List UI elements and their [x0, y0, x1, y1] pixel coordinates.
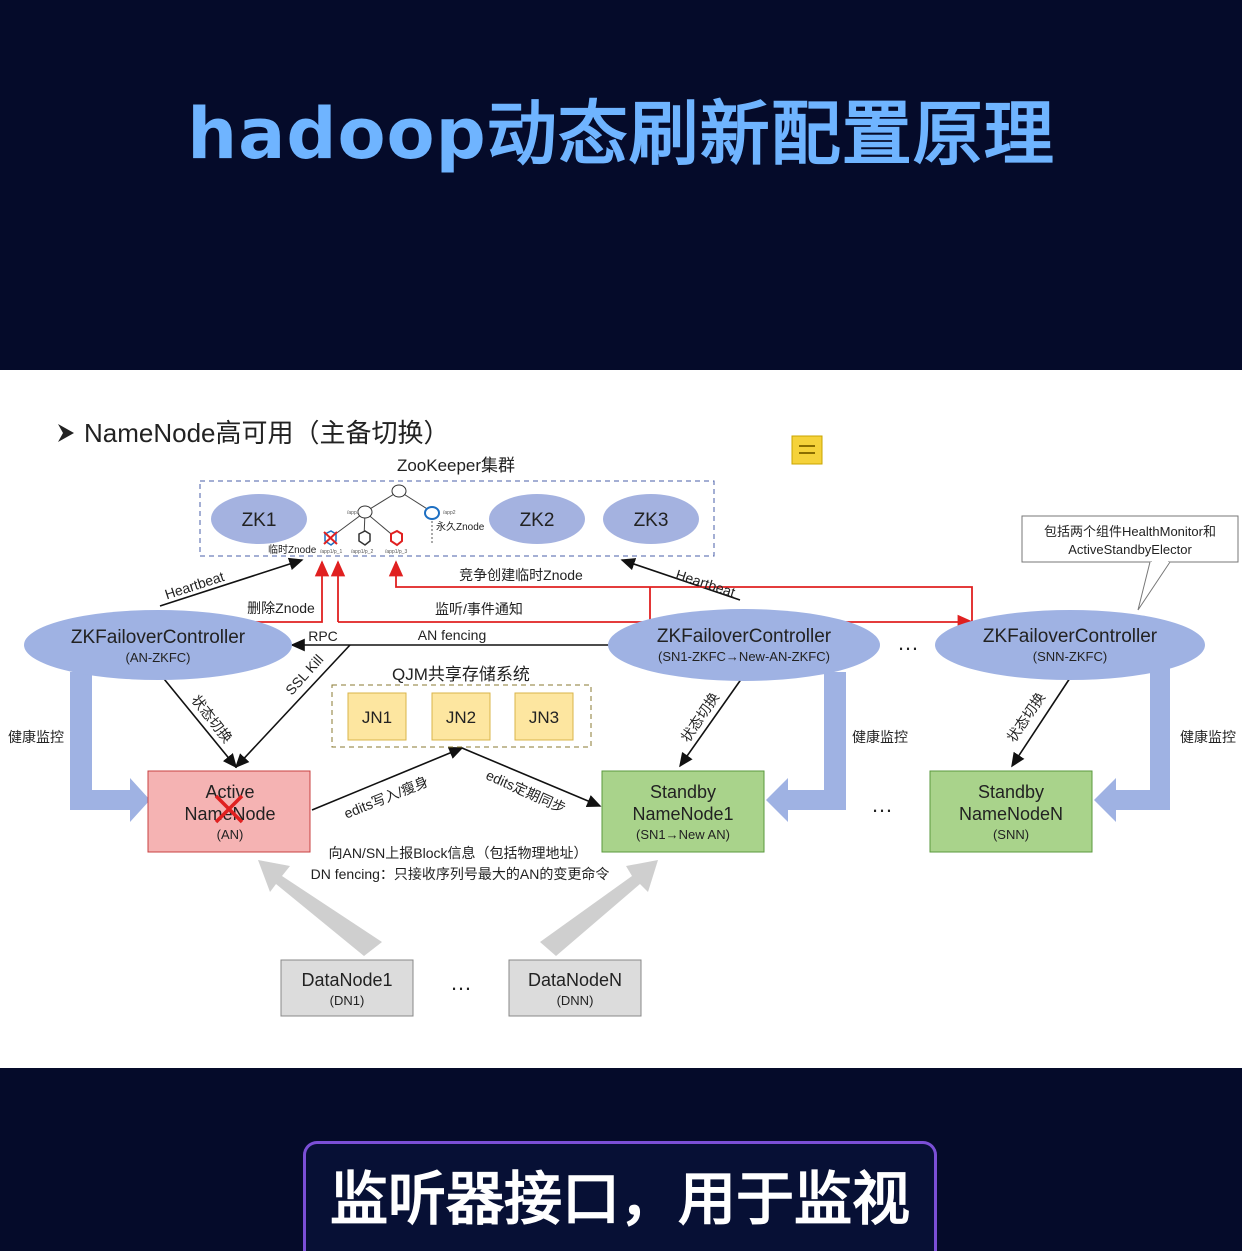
edits-write-label: edits写入/瘦身 — [342, 773, 431, 821]
zk-label: ZK1 — [242, 510, 277, 531]
temp-znode-icon — [358, 530, 371, 546]
zk-node-1: ZK1 — [211, 494, 307, 544]
zkfc-an: ZKFailoverController (AN-ZKFC) — [24, 610, 292, 680]
zk-label: ZK2 — [520, 510, 555, 531]
datanode-n: DataNodeN (DNN) — [508, 959, 642, 1017]
svg-text:NameNodeN: NameNodeN — [959, 804, 1063, 824]
caption-text: 监听器接口，用于监视 — [329, 1165, 910, 1233]
temp-znode-new-icon — [390, 529, 403, 547]
svg-text:/app1/p_2: /app1/p_2 — [351, 549, 373, 555]
svg-text:ZKFailoverController: ZKFailoverController — [71, 627, 246, 648]
qjm-box — [331, 684, 592, 748]
zkfc-snn: ZKFailoverController (SNN-ZKFC) — [935, 610, 1205, 680]
diagram-slide: NameNode高可用（主备切换） ZooKeeper集群 ZK1 ZK2 ZK… — [0, 370, 1242, 1068]
svg-text:/app1/p_1: /app1/p_1 — [320, 549, 342, 555]
namenode-ellipsis: … — [871, 792, 893, 817]
svg-text:Standby: Standby — [650, 782, 716, 802]
compete-label: 竞争创建临时Znode — [459, 567, 583, 583]
standby-namenode-1: Standby NameNode1 (SN1→New AN) — [601, 770, 765, 853]
perm-znode-label: 永久Znode — [436, 520, 485, 533]
jn-node-3: JN3 — [514, 692, 574, 741]
svg-text:包括两个组件HealthMonitor和: 包括两个组件HealthMonitor和 — [1044, 524, 1216, 539]
slide-heading: NameNode高可用（主备切换） — [58, 418, 450, 448]
page-title: hadoop动态刷新配置原理 — [187, 93, 1055, 175]
svg-text:DataNodeN: DataNodeN — [528, 970, 622, 990]
svg-text:ZKFailoverController: ZKFailoverController — [983, 626, 1158, 647]
standby-namenode-n: Standby NameNodeN (SNN) — [929, 770, 1093, 853]
ha-diagram: NameNode高可用（主备切换） ZooKeeper集群 ZK1 ZK2 ZK… — [8, 418, 1239, 1017]
svg-text:(DN1): (DN1) — [330, 993, 365, 1008]
dn-fencing-label: DN fencing：只接收序列号最大的AN的变更命令 — [311, 866, 610, 882]
zk-label: ZK3 — [634, 510, 669, 531]
svg-text:DataNode1: DataNode1 — [301, 970, 392, 990]
svg-text:/app1/p_3: /app1/p_3 — [385, 549, 407, 555]
zkfc-ellipsis: … — [897, 630, 919, 655]
svg-text:(SN1-ZKFC→New-AN-ZKFC): (SN1-ZKFC→New-AN-ZKFC) — [658, 649, 830, 664]
svg-text:/app1: /app1 — [347, 510, 360, 516]
zookeeper-cluster — [199, 480, 715, 557]
callout-note: 包括两个组件HealthMonitor和 ActiveStandbyElecto… — [1021, 515, 1239, 611]
temp-znode-label: 临时Znode — [268, 543, 317, 556]
datanode-report-arrows — [258, 860, 658, 956]
heartbeat-right-label: Heartbeat — [674, 566, 738, 600]
zkfc-sn1: ZKFailoverController (SN1-ZKFC→New-AN-ZK… — [608, 609, 880, 681]
health-monitor-label-sn1: 健康监控 — [852, 729, 908, 745]
svg-text:(SN1→New AN): (SN1→New AN) — [636, 827, 730, 842]
svg-text:JN2: JN2 — [446, 708, 476, 727]
jn-node-1: JN1 — [347, 692, 407, 741]
ssl-kill-label: SSL Kill — [282, 651, 326, 698]
rpc-label: RPC — [308, 628, 338, 644]
active-namenode: Active NameNode (AN) — [147, 770, 311, 853]
watch-label: 监听/事件通知 — [435, 601, 523, 617]
svg-text:(AN-ZKFC): (AN-ZKFC) — [126, 650, 191, 665]
znode-tree: /app1 /app2 /app1/p_1 /app1/p_2 /app1/p_… — [268, 484, 485, 556]
state-switch-label-snn: 状态切换 — [1004, 690, 1049, 745]
zk-node-3: ZK3 — [603, 494, 699, 544]
an-fencing-label: AN fencing — [418, 627, 486, 643]
datanode-ellipsis: … — [450, 970, 472, 995]
datanode-1: DataNode1 (DN1) — [280, 959, 414, 1017]
zookeeper-label: ZooKeeper集群 — [397, 456, 515, 475]
zk-node-2: ZK2 — [489, 494, 585, 544]
qjm-label: QJM共享存储系统 — [392, 665, 530, 684]
svg-text:NameNode: NameNode — [184, 804, 275, 824]
black-arrows — [159, 557, 1071, 811]
svg-text:(SNN-ZKFC): (SNN-ZKFC) — [1033, 649, 1107, 664]
comment-icon[interactable] — [791, 435, 823, 465]
svg-text:(AN): (AN) — [217, 827, 244, 842]
svg-text:(SNN): (SNN) — [993, 827, 1029, 842]
svg-text:Active: Active — [205, 782, 254, 802]
heading-text: NameNode高可用（主备切换） — [84, 418, 450, 448]
svg-text:NameNode1: NameNode1 — [632, 804, 733, 824]
caption-box: 监听器接口，用于监视 — [303, 1141, 937, 1251]
heartbeat-left-label: Heartbeat — [163, 568, 227, 602]
health-monitor-label-an: 健康监控 — [8, 729, 64, 745]
svg-text:Standby: Standby — [978, 782, 1044, 802]
svg-text:(DNN): (DNN) — [557, 993, 594, 1008]
delete-znode-label: 删除Znode — [247, 600, 315, 616]
svg-text:ZKFailoverController: ZKFailoverController — [657, 626, 832, 647]
health-monitor-arrows — [70, 668, 1170, 822]
failed-x-icon — [214, 794, 244, 824]
svg-text:ActiveStandbyElector: ActiveStandbyElector — [1068, 542, 1192, 557]
jn-node-2: JN2 — [431, 692, 491, 741]
svg-text:JN3: JN3 — [529, 708, 559, 727]
svg-text:JN1: JN1 — [362, 708, 392, 727]
red-arrows — [236, 560, 974, 630]
report-block-label: 向AN/SN上报Block信息（包括物理地址） — [328, 845, 587, 861]
svg-text:/app2: /app2 — [443, 510, 456, 516]
health-monitor-label-snn: 健康监控 — [1180, 729, 1236, 745]
